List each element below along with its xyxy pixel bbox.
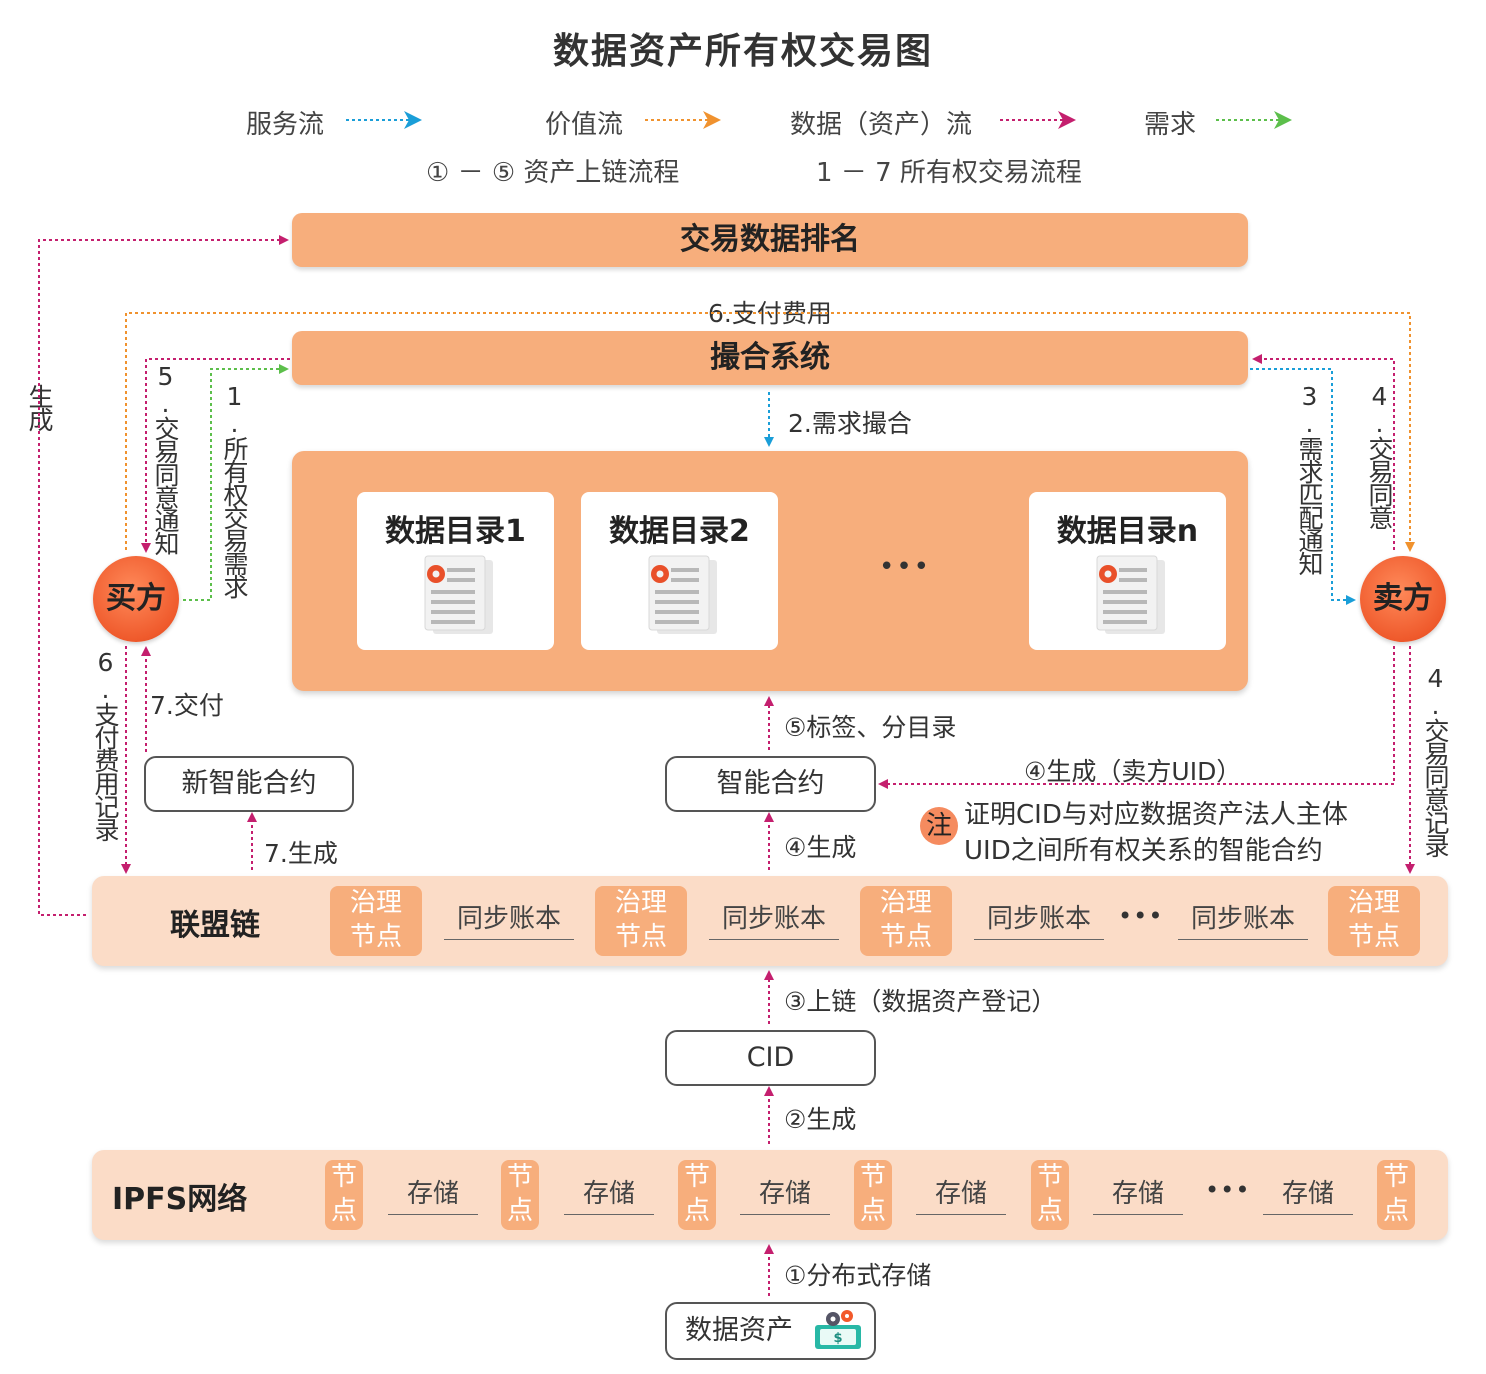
ipfs-ellipsis: ••• (1205, 1176, 1251, 1204)
consortium-label: 联盟链 (170, 908, 260, 943)
catalog-card-1: 数据目录1 (357, 492, 554, 650)
ipfs-storage: 存储 (564, 1173, 654, 1215)
matching-label: 撮合系统 (710, 340, 830, 375)
ipfs-node-label: 节点 (506, 1162, 533, 1226)
new-smart-contract-label: 新智能合约 (181, 768, 317, 799)
chain-register-label: ③上链（数据资产登记） (784, 987, 1057, 1016)
buyer-node: 买方 (93, 556, 179, 642)
sync-ledger: 同步账本 (709, 898, 839, 940)
note-badge: 注 (920, 807, 958, 845)
ipfs-node: 节点 (501, 1160, 539, 1230)
note-line-2: UID之间所有权关系的智能合约 (964, 836, 1323, 866)
ipfs-storage: 存储 (388, 1173, 478, 1215)
matching-system-band: 撮合系统 (292, 331, 1248, 385)
ipfs-node-label: 节点 (330, 1162, 357, 1226)
ipfs-storage: 存储 (1093, 1173, 1183, 1215)
governance-node-label: 治理节点 (614, 888, 667, 952)
generate-ranking-label: 生成 (25, 384, 54, 430)
consortium-chain (92, 876, 1448, 966)
ipfs-node-label: 节点 (1382, 1162, 1409, 1226)
agree-notify-label: 5.交易同意通知 (151, 362, 180, 554)
document-gear-icon (424, 555, 493, 634)
data-asset-label: 数据资产 (685, 1315, 793, 1346)
catalog-title-2: 数据目录2 (609, 514, 750, 549)
match-notify-label: 3.需求匹配通知 (1295, 382, 1324, 574)
generate-contract-label: ④生成 (784, 833, 857, 862)
buyer-label: 买方 (106, 581, 166, 616)
generate-seller-uid-label: ④生成（卖方UID） (1024, 757, 1242, 786)
ipfs-label: IPFS网络 (112, 1182, 248, 1217)
money-gear-icon: $ (815, 1310, 861, 1349)
legend-service-label: 服务流 (246, 110, 325, 140)
deliver-label: 7.交付 (150, 691, 224, 720)
sync-ledger: 同步账本 (974, 898, 1104, 940)
governance-node: 治理节点 (595, 886, 687, 956)
sync-ledger: 同步账本 (444, 898, 574, 940)
governance-node-label: 治理节点 (879, 888, 932, 952)
ipfs-node: 节点 (1377, 1160, 1415, 1230)
governance-node: 治理节点 (1328, 886, 1420, 956)
governance-node: 治理节点 (860, 886, 952, 956)
demand-match-label: 2.需求撮合 (788, 409, 912, 438)
note-line-1: 证明CID与对应数据资产法人主体 (964, 800, 1348, 830)
catalog-ellipsis: ••• (878, 552, 931, 582)
tag-catalog-label: ⑤标签、分目录 (784, 713, 957, 742)
cid-label: CID (746, 1042, 795, 1073)
seller-label: 卖方 (1373, 581, 1433, 616)
catalog-card-2: 数据目录2 (581, 492, 778, 650)
ranking-label: 交易数据排名 (680, 222, 860, 257)
ipfs-network (92, 1150, 1448, 1240)
smart-contract-box: 智能合约 (665, 756, 876, 812)
ipfs-node: 节点 (854, 1160, 892, 1230)
legend-trade-process: 1 － 7 所有权交易流程 (816, 158, 1082, 188)
ipfs-node: 节点 (325, 1160, 363, 1230)
pay-fee-label: 6.支付费用 (700, 294, 840, 330)
governance-node: 治理节点 (330, 886, 422, 956)
legend-data-label: 数据（资产）流 (790, 110, 973, 140)
ipfs-node: 节点 (1031, 1160, 1069, 1230)
ipfs-node: 节点 (678, 1160, 716, 1230)
cid-box: CID (665, 1030, 876, 1086)
smart-contract-label: 智能合约 (716, 768, 825, 799)
seller-node: 卖方 (1360, 556, 1446, 642)
legend-value-label: 价值流 (545, 110, 624, 140)
ownership-demand-label: 1.所有权交易需求 (220, 382, 249, 597)
ranking-band: 交易数据排名 (292, 213, 1248, 267)
data-asset-box: 数据资产 $ (665, 1302, 876, 1360)
ipfs-node-label: 节点 (1036, 1162, 1063, 1226)
trade-agree-label: 4.交易同意 (1365, 382, 1394, 528)
page-title: 数据资产所有权交易图 (552, 31, 933, 72)
ipfs-storage: 存储 (740, 1173, 830, 1215)
catalog-title-1: 数据目录1 (385, 514, 526, 549)
ipfs-storage: 存储 (1263, 1173, 1353, 1215)
new-smart-contract-box: 新智能合约 (144, 756, 354, 812)
catalog-card-n: 数据目录n (1029, 492, 1226, 650)
legend-asset-process: ① － ⑤ 资产上链流程 (426, 158, 680, 188)
catalog-title-n: 数据目录n (1056, 514, 1199, 549)
document-gear-icon (1096, 555, 1165, 634)
legend-demand-label: 需求 (1144, 110, 1197, 140)
sync-ledger: 同步账本 (1178, 898, 1308, 940)
chain-ellipsis: ••• (1118, 902, 1164, 930)
distributed-storage-label: ①分布式存储 (784, 1261, 932, 1290)
ipfs-storage: 存储 (916, 1173, 1006, 1215)
generate-new-contract-label: 7.生成 (264, 839, 338, 868)
pay-record-label: 6.支付费用记录 (91, 648, 120, 840)
svg-text:$: $ (833, 1331, 842, 1346)
document-gear-icon (648, 555, 717, 634)
agree-record-label: 4.交易同意记录 (1421, 664, 1450, 856)
governance-node-label: 治理节点 (349, 888, 402, 952)
governance-node-label: 治理节点 (1347, 888, 1400, 952)
generate-cid-label: ②生成 (784, 1105, 857, 1134)
ipfs-node-label: 节点 (859, 1162, 886, 1226)
ipfs-node-label: 节点 (683, 1162, 710, 1226)
